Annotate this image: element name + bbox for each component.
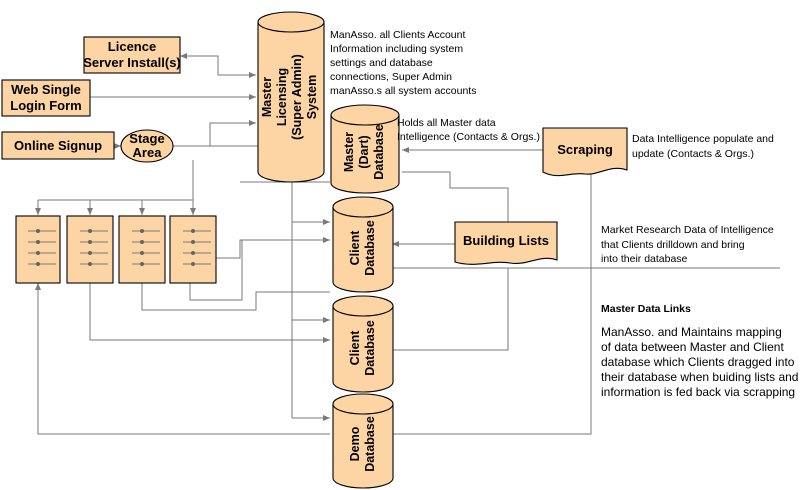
scraping-note: Data Intelligence populate and update (C… xyxy=(632,133,774,160)
client1-label-2: Database xyxy=(363,220,377,276)
client-app-panel xyxy=(66,215,114,284)
market-research-note: Market Research Data of Intelligence tha… xyxy=(601,224,774,265)
licence-box: Licence Server Install(s) xyxy=(83,36,181,74)
licensing-note-line: connections, Super Admin xyxy=(330,71,452,83)
client1-label-1: Client xyxy=(348,230,362,266)
licensing-note-line: Information including system xyxy=(330,43,463,55)
master-dart-cylinder: Master (Dart) Database xyxy=(330,104,400,194)
stage-area-ellipse: Stage Area xyxy=(120,129,174,163)
master-data-links-note: Master Data Links ManAsso. and Maintains… xyxy=(601,303,798,399)
links-body-line: their database when buiding lists and xyxy=(601,370,798,384)
licensing-note: ManAsso. all Clients Account Information… xyxy=(330,29,476,97)
master-note-line: Holds all Master data xyxy=(397,117,496,129)
master-note-line: Intelligence (Contacts & Orgs.) xyxy=(397,131,540,143)
links-body-line: ManAsso. and Maintains mapping xyxy=(601,325,782,339)
licensing-label-1: Master xyxy=(260,77,274,117)
client-database-cylinder-2: Client Database xyxy=(332,295,394,393)
panel4-to-client1-connector xyxy=(215,237,330,259)
connectors xyxy=(35,53,780,435)
online-signup-box: Online Signup xyxy=(1,131,115,160)
master-licensing-cylinder: Master Licensing (Super Admin) System xyxy=(257,11,325,183)
panel2-to-client-connector xyxy=(141,283,330,311)
licensing-label-3: (Super Admin) xyxy=(290,54,304,140)
panel3-to-client1-connector xyxy=(189,240,243,301)
licence-to-licensing-connector xyxy=(180,53,256,78)
master-data-note: Holds all Master data Intelligence (Cont… xyxy=(397,117,540,143)
building-lists-document: Building Lists xyxy=(454,221,558,265)
links-body-line: information is fed back via scrapping xyxy=(601,385,795,399)
client-app-panel xyxy=(169,215,217,284)
scraping-to-demo-connector xyxy=(392,172,592,435)
building-lists-label: Building Lists xyxy=(463,233,549,248)
web-login-label-1: Web Single xyxy=(11,82,81,97)
client-database-cylinder-1: Client Database xyxy=(332,196,394,293)
master-dart-label-3: Database xyxy=(372,124,386,180)
client-app-panel xyxy=(118,215,166,284)
licensing-note-line: ManAsso. all Clients Account xyxy=(330,29,465,41)
web-login-box: Web Single Login Form xyxy=(1,79,91,117)
links-body-line: database which Clients dragged into xyxy=(601,355,795,369)
market-note-line: that Clients drilldown and bring xyxy=(601,239,745,251)
licence-label-2: Server Install(s) xyxy=(83,55,181,70)
licence-label-1: Licence xyxy=(108,39,156,54)
licensing-note-line: settings and database xyxy=(330,57,433,69)
client2-label-1: Client xyxy=(348,330,362,366)
links-heading: Master Data Links xyxy=(601,303,691,315)
demo-label-1: Demo xyxy=(348,426,362,461)
market-note-line: Market Research Data of Intelligence xyxy=(601,224,774,236)
links-body-line: of data between Master and Client xyxy=(601,340,784,354)
demo-to-panel1-connector xyxy=(35,283,330,435)
licensing-label-4: System xyxy=(305,75,319,119)
scraping-note-line: Data Intelligence populate and xyxy=(632,133,774,145)
online-signup-label: Online Signup xyxy=(14,138,102,153)
client2-right-connector xyxy=(392,268,509,351)
stage-label-2: Area xyxy=(133,145,163,160)
client-app-panel xyxy=(15,215,61,284)
stage-label-1: Stage xyxy=(129,131,164,146)
client-app-panels xyxy=(15,215,217,284)
panel1-to-client2-connector xyxy=(89,283,330,343)
master-dart-label-2: (Dart) xyxy=(357,135,371,168)
demo-database-cylinder: Demo Database xyxy=(332,393,394,489)
master-dart-label-1: Master xyxy=(342,132,356,172)
demo-label-2: Database xyxy=(363,416,377,472)
scraping-label: Scraping xyxy=(557,142,613,157)
scraping-note-line: update (Contacts & Orgs.) xyxy=(632,148,754,160)
master-to-buildinglists-connector xyxy=(402,171,509,222)
stage-to-licensing-connector xyxy=(209,120,256,146)
client2-label-2: Database xyxy=(363,320,377,376)
licensing-label-2: Licensing xyxy=(275,68,289,126)
web-login-label-2: Login Form xyxy=(10,98,82,113)
scraping-document: Scraping xyxy=(542,127,628,177)
market-note-line: into their database xyxy=(601,253,688,265)
licensing-note-line: manAsso.s all system accounts xyxy=(330,85,476,97)
